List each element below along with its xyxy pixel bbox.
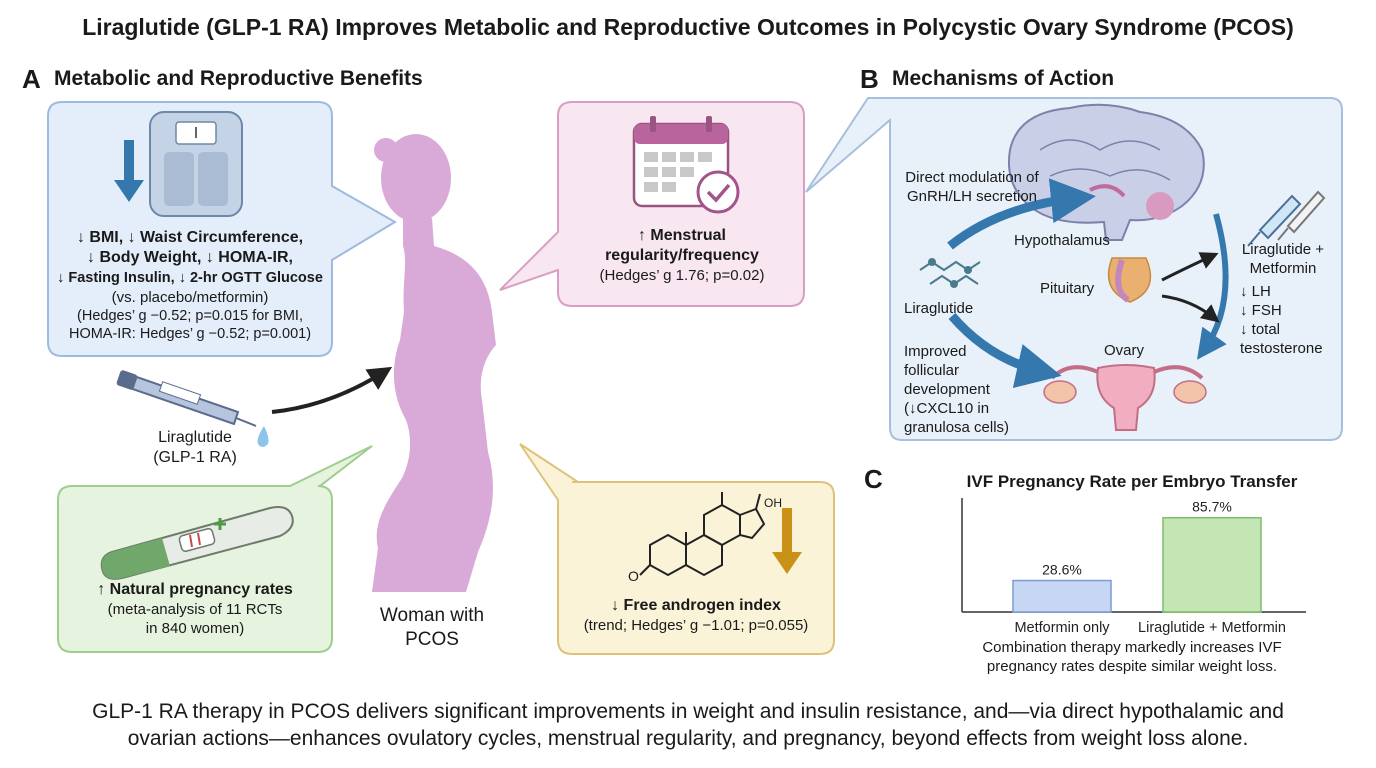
pituitary-label: Pituitary bbox=[1040, 280, 1095, 297]
woman-label-line-2: PCOS bbox=[405, 629, 459, 650]
combo-line-1: Liraglutide + bbox=[1241, 241, 1325, 258]
combo-to-ovary-arrow bbox=[1196, 213, 1229, 360]
chart-title: IVF Pregnancy Rate per Embryo Transfer bbox=[966, 472, 1298, 491]
liraglutide-label: Liraglutide bbox=[904, 300, 974, 317]
page-title: Liraglutide (GLP-1 RA) Improves Metaboli… bbox=[82, 14, 1294, 40]
lh-effect: ↓ LH bbox=[1240, 283, 1271, 300]
chart-value-label-2: 85.7% bbox=[1192, 499, 1232, 515]
menstrual-text-block: ↑ Menstrual regularity/frequency (Hedges… bbox=[560, 226, 804, 285]
pen-to-woman-arrow bbox=[271, 366, 393, 414]
pituitary-icon bbox=[1107, 257, 1152, 303]
metabolic-line-4: (vs. placebo/metformin) bbox=[111, 289, 269, 306]
pregnancy-text-block: ↑ Natural pregnancy rates (meta-analysis… bbox=[58, 580, 332, 638]
fsh-effect: ↓ FSH bbox=[1240, 302, 1282, 319]
woman-label: Woman with PCOS bbox=[362, 604, 502, 652]
chart-bar-1 bbox=[1012, 579, 1112, 613]
scale-icon bbox=[149, 111, 243, 217]
liraglutide-molecule-icon bbox=[919, 258, 981, 288]
calendar-icon bbox=[632, 116, 740, 214]
metabolic-line-6: HOMA-IR: Hedges’ g −0.52; p=0.001) bbox=[68, 326, 312, 342]
drug-label-line-1: Liraglutide bbox=[158, 429, 232, 446]
direct-modulation-line-1: Direct modulation of bbox=[905, 169, 1039, 186]
chart-bar-2 bbox=[1162, 516, 1262, 613]
metabolic-text-block: ↓ BMI, ↓ Waist Circumference, ↓ Body Wei… bbox=[48, 228, 332, 343]
injection-pen-icon bbox=[116, 370, 269, 447]
pregnancy-test-icon bbox=[100, 506, 294, 580]
metabolic-line-2: ↓ Body Weight, ↓ HOMA-IR, bbox=[87, 249, 293, 266]
ovary-label: Ovary bbox=[1104, 342, 1145, 359]
follicular-line-4: (↓CXCL10 in bbox=[904, 400, 990, 417]
drug-label-line-2: (GLP-1 RA) bbox=[153, 449, 237, 466]
decrease-arrow-icon bbox=[114, 140, 144, 202]
direct-modulation-label: Direct modulation of GnRH/LH secretion bbox=[892, 168, 1052, 206]
chart-caption-line-1: Combination therapy markedly increases I… bbox=[982, 639, 1282, 656]
pregnancy-line-1: ↑ Natural pregnancy rates bbox=[97, 581, 293, 598]
follicular-label: Improved follicular development (↓CXCL10… bbox=[904, 342, 1009, 437]
combo-label: Liraglutide + Metformin bbox=[1228, 240, 1338, 278]
menstrual-line-2: regularity/frequency bbox=[605, 247, 759, 264]
direct-modulation-line-2: GnRH/LH secretion bbox=[906, 188, 1038, 205]
androgen-line-2: (trend; Hedges’ g −1.01; p=0.055) bbox=[583, 617, 809, 634]
menstrual-line-3: (Hedges’ g 1.76; p=0.02) bbox=[599, 267, 765, 284]
drug-label: Liraglutide (GLP-1 RA) bbox=[120, 428, 270, 468]
summary-line-2: ovarian actions—enhances ovulatory cycle… bbox=[127, 727, 1249, 750]
oh-label: OH bbox=[764, 496, 782, 510]
follicular-line-3: development bbox=[904, 381, 990, 398]
androgen-callout-box bbox=[519, 443, 835, 655]
metabolic-callout-box bbox=[47, 101, 397, 357]
section-a-title: Metabolic and Reproductive Benefits bbox=[54, 67, 423, 90]
section-b-letter: B bbox=[860, 64, 879, 94]
woman-silhouette-icon bbox=[372, 134, 496, 592]
section-c-letter: C bbox=[864, 464, 883, 494]
ivf-bar-chart: 28.6% Metformin only 85.7% Liraglutide + Me… bbox=[961, 498, 1306, 636]
hormone-effects-list: ↓ LH ↓ FSH ↓ total testosterone bbox=[1240, 282, 1323, 358]
metabolic-line-5: (Hedges’ g −0.52; p=0.015 for BMI, bbox=[77, 308, 303, 324]
summary-line-1: GLP-1 RA therapy in PCOS delivers signif… bbox=[92, 700, 1284, 723]
androgen-decrease-arrow-icon bbox=[772, 508, 802, 574]
syringes-icon bbox=[1247, 190, 1326, 247]
follicular-line-2: follicular bbox=[904, 362, 960, 379]
woman-label-line-1: Woman with bbox=[379, 605, 485, 626]
section-b-title: Mechanisms of Action bbox=[892, 67, 1115, 90]
pituitary-to-testosterone-arrow bbox=[1161, 294, 1220, 323]
pregnancy-line-3: in 840 women) bbox=[145, 620, 245, 637]
liraglutide-to-hypothalamus-arrow bbox=[947, 178, 1096, 250]
testosterone-structure-icon bbox=[639, 492, 766, 577]
pregnancy-line-2: (meta-analysis of 11 RCTs bbox=[107, 601, 283, 618]
ketone-o-label: O bbox=[628, 568, 639, 584]
androgen-text-block: ↓ Free androgen index (trend; Hedges’ g … bbox=[558, 596, 834, 635]
summary-text: GLP-1 RA therapy in PCOS delivers signif… bbox=[0, 698, 1376, 752]
chart-caption-line-2: pregnancy rates despite similar weight l… bbox=[986, 658, 1278, 675]
chart-category-label-2: Liraglutide + Metformin bbox=[1138, 620, 1286, 636]
metabolic-line-1: ↓ BMI, ↓ Waist Circumference, bbox=[76, 229, 304, 246]
testosterone-effect-line-1: ↓ total bbox=[1240, 321, 1281, 338]
section-a-letter: A bbox=[22, 64, 41, 94]
follicular-line-1: Improved bbox=[904, 343, 967, 360]
menstrual-line-1: ↑ Menstrual bbox=[637, 227, 726, 244]
testosterone-effect-line-2: testosterone bbox=[1240, 340, 1323, 357]
androgen-line-1: ↓ Free androgen index bbox=[611, 597, 781, 614]
metabolic-line-3: ↓ Fasting Insulin, ↓ 2-hr OGTT Glucose bbox=[57, 270, 323, 286]
pituitary-to-lh-arrow bbox=[1161, 252, 1219, 282]
chart-caption: Combination therapy markedly increases I… bbox=[900, 638, 1364, 676]
liraglutide-to-ovary-arrow bbox=[948, 313, 1062, 389]
combo-line-2: Metformin bbox=[1249, 260, 1317, 277]
follicular-line-5: granulosa cells) bbox=[904, 419, 1010, 436]
chart-category-label-1: Metformin only bbox=[1014, 620, 1110, 636]
chart-value-label-1: 28.6% bbox=[1042, 562, 1082, 578]
hypothalamus-label: Hypothalamus bbox=[1014, 232, 1110, 249]
